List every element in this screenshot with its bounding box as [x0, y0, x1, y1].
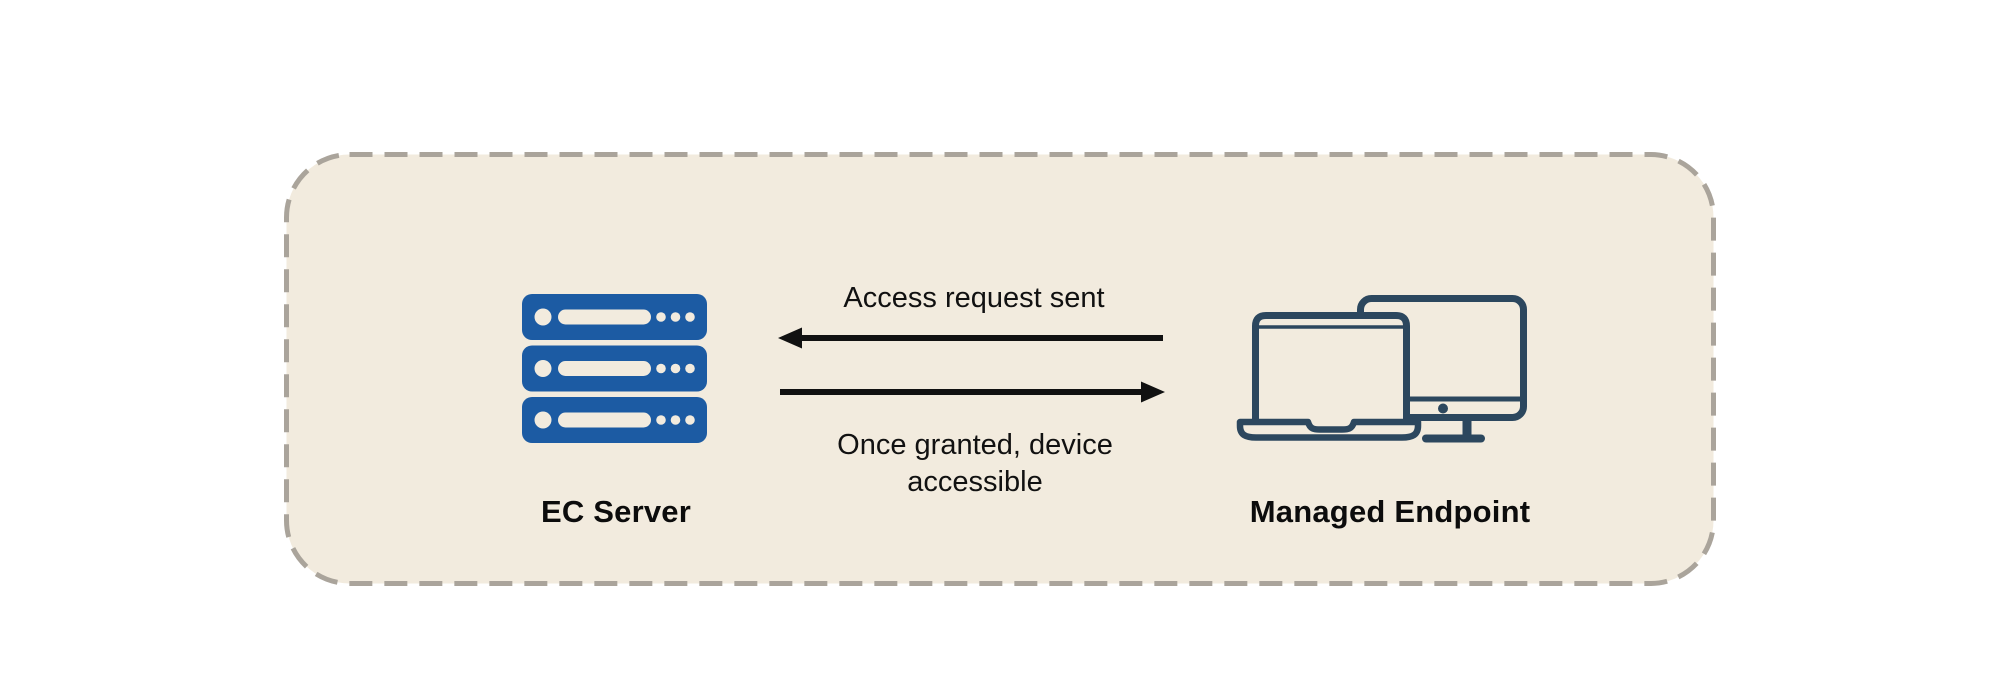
- node-label-managed-endpoint: Managed Endpoint: [1249, 494, 1531, 529]
- laptop-and-monitor-icon: [1236, 295, 1527, 443]
- server-rack-icon: [522, 294, 707, 443]
- flow-label-access-request: Access request sent: [843, 282, 1105, 314]
- flow-arrows: [778, 327, 1165, 403]
- flow-label-once-granted: Once granted, device accessible: [837, 429, 1113, 498]
- node-label-ec-server: EC Server: [540, 494, 691, 529]
- laptop-icon: [1236, 312, 1422, 441]
- arrow-right-icon: [780, 381, 1165, 403]
- arrow-left-icon: [778, 327, 1163, 349]
- dashed-border: [284, 152, 1716, 586]
- dashed-container: [284, 152, 1716, 586]
